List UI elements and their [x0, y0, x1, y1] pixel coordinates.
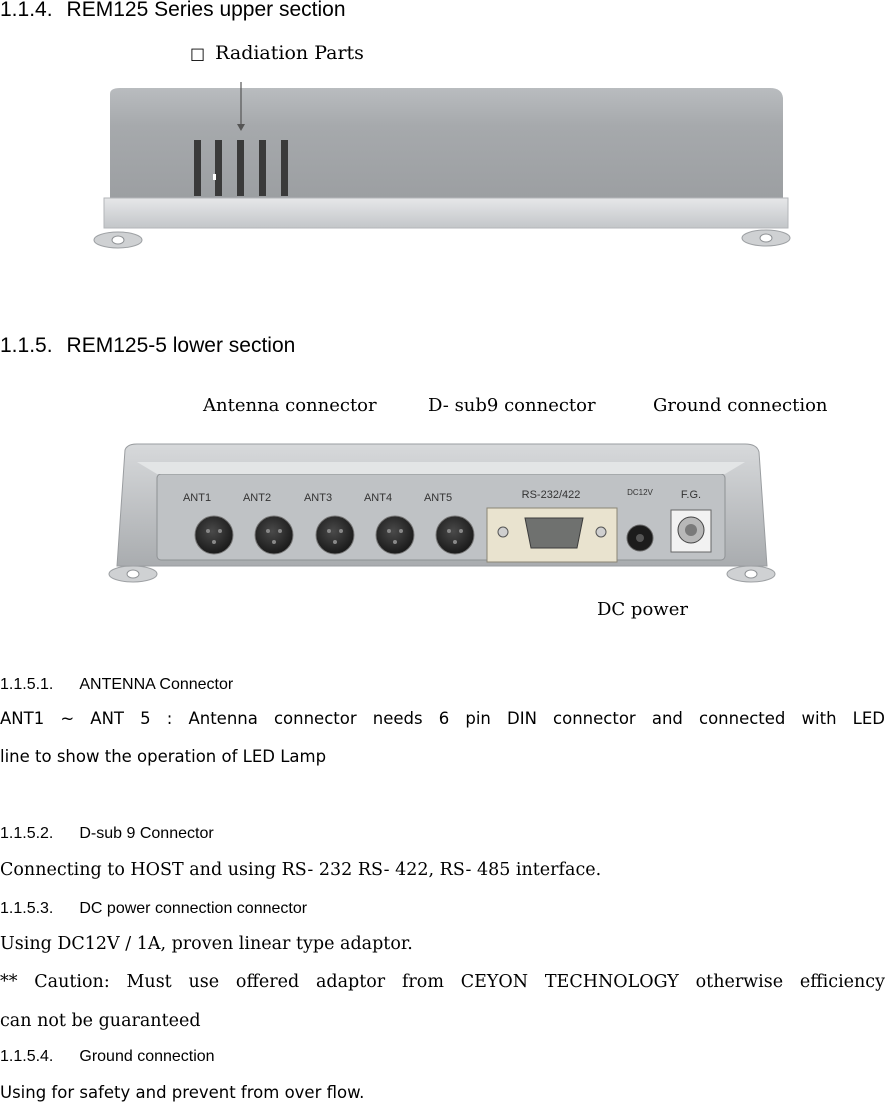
antenna-connector-callout: Antenna connector: [203, 395, 377, 416]
subsection-number: 1.1.5.2.: [0, 825, 54, 842]
section-number: 1.1.5.: [0, 334, 53, 357]
checkbox-marker: □: [190, 44, 206, 63]
subsection-heading-ground: 1.1.5.4. Ground connection: [0, 1048, 215, 1066]
dsub-description: Connecting to HOST and using RS- 232 RS-…: [0, 860, 602, 880]
din-connector-icon: [254, 515, 294, 555]
subsection-heading-antenna: 1.1.5.1. ANTENNA Connector: [0, 676, 233, 694]
subsection-number: 1.1.5.4.: [0, 1048, 54, 1065]
dc-description-line-1: Using DC12V / 1A, proven linear type ada…: [0, 934, 413, 954]
vent-slots: [194, 140, 288, 196]
dc-power-callout: DC power: [597, 599, 688, 620]
device-lower-photo: ANT1 ANT2 ANT3 ANT4 ANT5 RS-232/422 DC12…: [108, 443, 776, 583]
panel-label-ant4: ANT4: [364, 492, 392, 504]
radiation-callout: □ Radiation Parts: [190, 42, 364, 64]
vent-slot: [259, 140, 266, 196]
panel-label-rs: RS-232/422: [522, 489, 581, 501]
vent-slot: [237, 140, 244, 196]
radiation-label: Radiation Parts: [215, 42, 364, 64]
section-title: REM125 Series upper section: [66, 0, 346, 21]
din-connectors: [194, 515, 475, 555]
din-connector-icon: [315, 515, 355, 555]
panel-label-ant2: ANT2: [243, 492, 271, 504]
panel-label-dc: DC12V: [627, 488, 653, 497]
panel-label-fg: F.G.: [681, 489, 701, 501]
ground-connection-callout: Ground connection: [653, 395, 828, 416]
din-connector-icon: [435, 515, 475, 555]
subsection-title: D-sub 9 Connector: [79, 825, 214, 842]
subsection-title: Ground connection: [79, 1048, 215, 1065]
section-heading-lower: 1.1.5. REM125-5 lower section: [0, 334, 295, 358]
device-upper-photo: [93, 82, 791, 249]
dc-caution-line-2: can not be guaranteed: [0, 1011, 201, 1031]
arrow-head-icon: [237, 124, 245, 131]
vent-slot: [281, 140, 288, 196]
dsub-connector-callout: D- sub9 connector: [428, 395, 596, 416]
section-title: REM125-5 lower section: [66, 334, 296, 357]
panel-label-ant1: ANT1: [183, 492, 211, 504]
subsection-number: 1.1.5.1.: [0, 676, 54, 693]
subsection-number: 1.1.5.3.: [0, 900, 54, 917]
dc-caution-line-1: ** Caution: Must use offered adaptor fro…: [0, 972, 885, 992]
subsection-title: DC power connection connector: [79, 900, 308, 917]
din-connector-icon: [375, 515, 415, 555]
section-number: 1.1.4.: [0, 0, 53, 21]
panel-label-ant5: ANT5: [424, 492, 452, 504]
subsection-heading-dc: 1.1.5.3. DC power connection connector: [0, 900, 307, 918]
section-heading-upper: 1.1.4. REM125 Series upper section: [0, 0, 346, 22]
panel-label-ant3: ANT3: [304, 492, 332, 504]
subsection-heading-dsub: 1.1.5.2. D-sub 9 Connector: [0, 825, 214, 843]
din-connector-icon: [194, 515, 234, 555]
ground-description: Using for safety and prevent from over f…: [0, 1083, 365, 1102]
antenna-description-line-1: ANT1 ~ ANT 5 : Antenna connector needs 6…: [0, 709, 885, 728]
vent-slot: [215, 140, 222, 196]
vent-slot: [194, 140, 201, 196]
subsection-title: ANTENNA Connector: [79, 676, 234, 693]
antenna-description-line-2: line to show the operation of LED Lamp: [0, 747, 327, 766]
